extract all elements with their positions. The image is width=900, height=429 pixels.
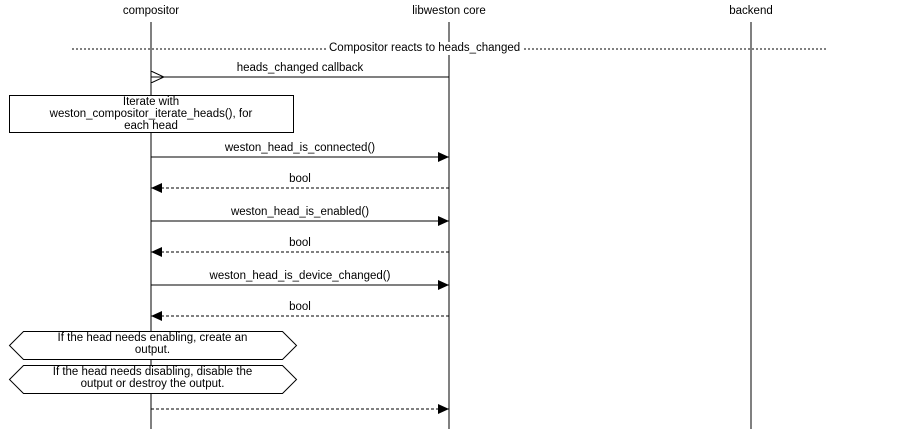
participant-label-libweston-core: libweston core <box>412 5 486 17</box>
condition-line-disable-condition-1: output or destroy the output. <box>80 378 225 390</box>
message-label-5: weston_head_is_device_changed() <box>209 270 391 282</box>
message-label-1: weston_head_is_connected() <box>224 142 376 154</box>
participant-label-backend: backend <box>729 5 773 17</box>
divider-label: Compositor reacts to heads_changed <box>327 42 523 55</box>
note-box-iterate-note <box>9 95 294 133</box>
condition-hexagon-enable-condition <box>8 331 298 360</box>
condition-line-enable-condition-0: If the head needs enabling, create an <box>57 332 248 344</box>
condition-line-enable-condition-1: output. <box>134 344 171 356</box>
note-line-iterate-note-1: weston_compositor_iterate_heads(), for <box>49 108 253 120</box>
note-line-iterate-note-0: Iterate with <box>122 96 180 108</box>
message-label-0: heads_changed callback <box>236 62 364 74</box>
condition-line-disable-condition-0: If the head needs disabling, disable the <box>52 366 253 378</box>
message-label-3: weston_head_is_enabled() <box>230 206 370 218</box>
condition-hexagon-disable-condition <box>8 365 298 394</box>
message-label-2: bool <box>289 173 311 185</box>
note-line-iterate-note-2: each head <box>124 120 178 132</box>
message-label-6: bool <box>289 301 311 313</box>
message-label-4: bool <box>289 237 311 249</box>
participant-label-compositor: compositor <box>122 5 180 17</box>
